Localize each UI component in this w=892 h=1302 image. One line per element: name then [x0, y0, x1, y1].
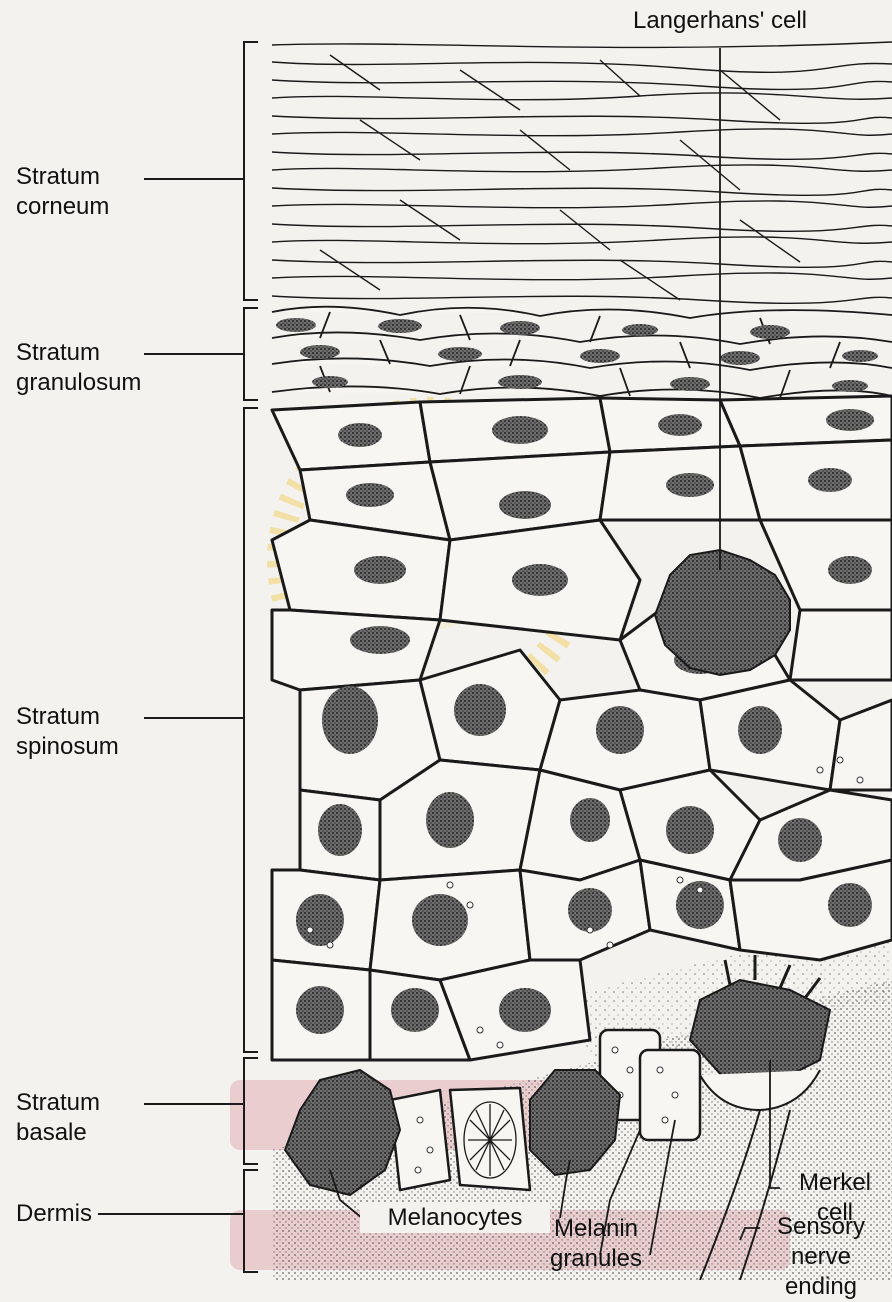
langerhans-cell-label: Langerhans' cell	[605, 6, 835, 36]
sensory-nerve-ending-line2: nerve	[752, 1242, 890, 1272]
mitotic-cell	[464, 1102, 516, 1178]
melanin-granules-line2: granules	[536, 1244, 656, 1274]
stratum-spinosum-line1: Stratum	[16, 702, 119, 732]
melanin-granules-label: Melanin granules	[536, 1214, 656, 1274]
stratum-basale-line1: Stratum	[16, 1088, 100, 1118]
stratum-granulosum-label: Stratum granulosum	[16, 338, 141, 398]
stratum-corneum-line1: Stratum	[16, 162, 109, 192]
stratum-granulosum-line1: Stratum	[16, 338, 141, 368]
stratum-corneum-label: Stratum corneum	[16, 162, 109, 222]
sensory-nerve-ending-line1: Sensory	[752, 1212, 890, 1242]
stratum-granulosum-line2: granulosum	[16, 368, 141, 398]
dermis-label: Dermis	[16, 1199, 92, 1229]
melanocytes-label: Melanocytes	[360, 1203, 550, 1233]
stratum-spinosum-label: Stratum spinosum	[16, 702, 119, 762]
stratum-basale-line2: basale	[16, 1118, 100, 1148]
layer-leader-lines	[98, 179, 244, 1214]
stratum-spinosum-line2: spinosum	[16, 732, 119, 762]
corneum-layer	[272, 42, 892, 303]
stratum-corneum-line2: corneum	[16, 192, 109, 222]
sensory-nerve-ending-line3: ending	[752, 1272, 890, 1302]
granulosum-nuclei	[276, 318, 878, 392]
stratum-basale-label: Stratum basale	[16, 1088, 100, 1148]
granulosum-layer	[272, 307, 892, 398]
merkel-cell-line1: Merkel	[780, 1168, 890, 1198]
sensory-nerve-ending-label: Sensory nerve ending	[752, 1212, 890, 1302]
melanin-granules-line1: Melanin	[536, 1214, 656, 1244]
